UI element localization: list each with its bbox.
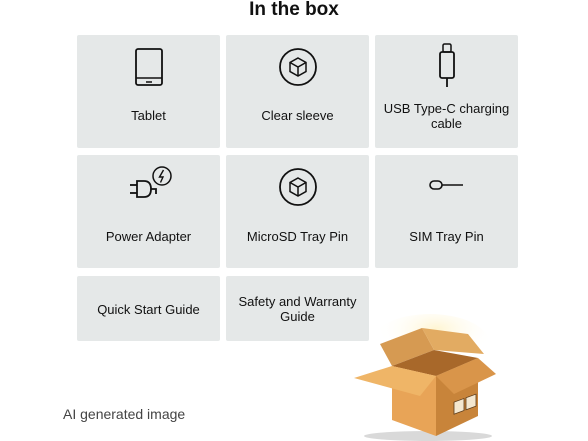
item-label: MicroSD Tray Pin bbox=[246, 229, 349, 244]
usb-c-cable-icon bbox=[375, 43, 518, 87]
tablet-icon bbox=[77, 45, 220, 89]
item-card-sim-pin: SIM Tray Pin bbox=[375, 155, 518, 268]
item-label: Power Adapter bbox=[105, 229, 192, 244]
cube-icon bbox=[226, 45, 369, 89]
item-card-safety-guide: Safety and Warranty Guide bbox=[226, 276, 369, 341]
item-card-usb-cable: USB Type-C charging cable bbox=[375, 35, 518, 148]
sim-pin-icon bbox=[375, 163, 518, 207]
item-card-power-adapter: Power Adapter bbox=[77, 155, 220, 268]
item-label: Quick Start Guide bbox=[97, 302, 200, 317]
cube-icon bbox=[226, 165, 369, 209]
item-label: USB Type-C charging cable bbox=[383, 101, 510, 131]
item-label: Clear sleeve bbox=[261, 108, 334, 123]
item-card-microsd-pin: MicroSD Tray Pin bbox=[226, 155, 369, 268]
item-label: Safety and Warranty Guide bbox=[238, 294, 357, 324]
item-card-tablet: Tablet bbox=[77, 35, 220, 148]
section-title: In the box bbox=[249, 0, 339, 20]
item-label: SIM Tray Pin bbox=[409, 229, 484, 244]
item-card-quick-start: Quick Start Guide bbox=[77, 276, 220, 341]
item-label: Tablet bbox=[131, 108, 166, 123]
item-card-clear-sleeve: Clear sleeve bbox=[226, 35, 369, 148]
power-plug-icon bbox=[77, 161, 220, 205]
open-box-illustration bbox=[350, 308, 498, 441]
ai-generated-note: AI generated image bbox=[63, 406, 186, 422]
